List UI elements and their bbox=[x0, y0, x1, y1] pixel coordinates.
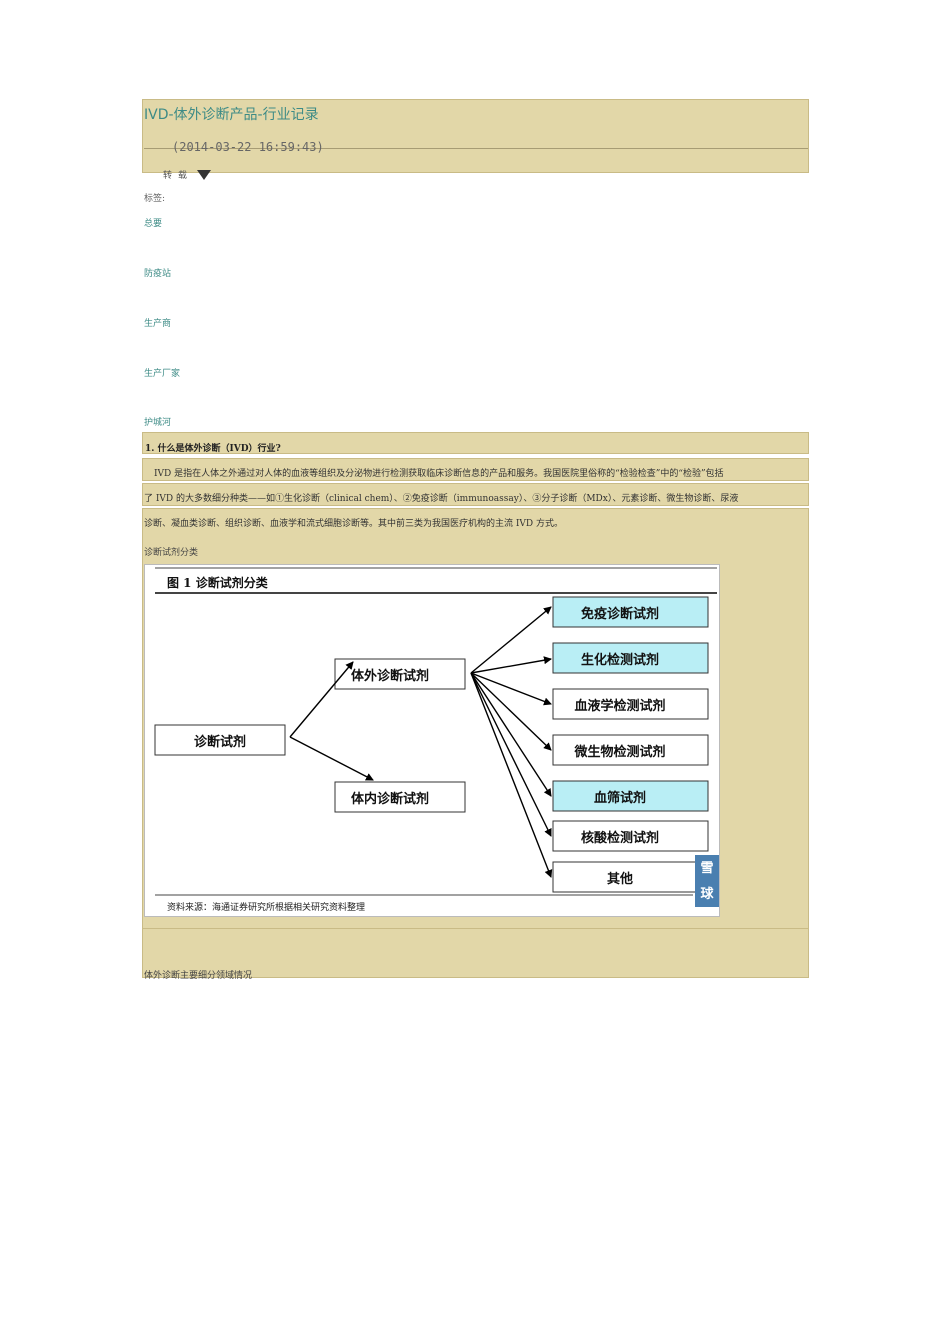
article-date: (2014-03-22 16:59:43) bbox=[172, 140, 324, 154]
title-box bbox=[142, 99, 809, 173]
figure-source: 资料来源：海通证券研究所根据相关研究资料整理 bbox=[167, 901, 365, 913]
paragraph-line: IVD 是指在人体之外通过对人体的血液等组织及分泌物进行检测获取临床诊断信息的产… bbox=[154, 469, 724, 479]
section-box bbox=[142, 928, 809, 978]
root-node bbox=[154, 724, 286, 756]
section2-heading: 体外诊断主要细分领域情况 bbox=[144, 971, 253, 981]
tag-link[interactable]: 生产厂家 bbox=[144, 369, 181, 379]
repost-label[interactable]: 转载 bbox=[163, 171, 194, 181]
leaf-label: 核酸检测试剂 bbox=[581, 830, 659, 846]
arrow bbox=[289, 661, 354, 738]
leaf-node bbox=[552, 734, 709, 766]
date-rule bbox=[144, 148, 808, 149]
paragraph-line: 诊断、凝血类诊断、组织诊断、血液学和流式细胞诊断等。其中前三类为我国医疗机构的主… bbox=[144, 519, 563, 529]
tag-link[interactable]: 护城河 bbox=[144, 418, 172, 428]
arrow bbox=[470, 656, 552, 674]
paragraph-box bbox=[142, 483, 809, 506]
mid-label: 体外诊断试剂 bbox=[351, 668, 429, 684]
figure-caption: 诊断试剂分类 bbox=[144, 548, 199, 558]
article-title: IVD-体外诊断产品-行业记录 bbox=[144, 107, 319, 123]
watermark-text: 球 bbox=[700, 886, 714, 902]
leaf-label: 血液学检测试剂 bbox=[574, 698, 665, 714]
arrow bbox=[289, 736, 374, 781]
leaf-node bbox=[552, 642, 709, 674]
classification-figure: 图 1 诊断试剂分类 诊断试剂 体外诊断试剂 体内诊断试剂 免疫诊断试剂 生化检… bbox=[144, 564, 720, 917]
mid-label: 体内诊断试剂 bbox=[351, 791, 429, 807]
root-label: 诊断试剂 bbox=[194, 734, 246, 750]
paragraph-line: 了 IVD 的大多数细分种类——如①生化诊断（clinical chem）、②免… bbox=[144, 494, 739, 504]
tag-link[interactable]: 防疫站 bbox=[144, 269, 172, 279]
arrow bbox=[470, 606, 552, 674]
arrow bbox=[470, 672, 552, 837]
tag-link[interactable]: 生产商 bbox=[144, 319, 172, 329]
tag-link[interactable]: 总要 bbox=[144, 219, 163, 229]
leaf-node bbox=[552, 596, 709, 628]
arrow bbox=[470, 672, 552, 706]
dropdown-triangle-icon[interactable] bbox=[197, 170, 211, 180]
leaf-node bbox=[552, 820, 709, 852]
leaf-label: 微生物检测试剂 bbox=[573, 744, 665, 760]
leaf-label: 血筛试剂 bbox=[594, 790, 646, 806]
section-heading: 1. 什么是体外诊断（IVD）行业? bbox=[145, 444, 281, 454]
leaf-label: 免疫诊断试剂 bbox=[581, 606, 659, 622]
leaf-node bbox=[552, 780, 709, 812]
arrow bbox=[470, 672, 552, 751]
leaf-node bbox=[552, 688, 709, 720]
arrow bbox=[470, 672, 553, 878]
mid-node-in-vivo bbox=[334, 781, 466, 813]
watermark-logo bbox=[695, 855, 719, 907]
leaf-label: 其他 bbox=[607, 871, 633, 887]
leaf-node bbox=[552, 861, 709, 893]
leaf-nodes: 免疫诊断试剂 生化检测试剂 血液学检测试剂 微生物检测试剂 血筛试剂 核酸检测试… bbox=[552, 596, 709, 893]
paragraph-box bbox=[142, 458, 809, 481]
tags-label: 标签: bbox=[144, 194, 166, 204]
watermark-text: 雪 bbox=[700, 860, 713, 876]
figure-title: 图 1 诊断试剂分类 bbox=[167, 575, 269, 590]
section-heading-box bbox=[142, 432, 809, 454]
diagram-svg: 图 1 诊断试剂分类 诊断试剂 体外诊断试剂 体内诊断试剂 免疫诊断试剂 生化检… bbox=[154, 567, 719, 913]
leaf-label: 生化检测试剂 bbox=[581, 652, 659, 668]
arrow bbox=[470, 672, 552, 797]
mid-node-in-vitro bbox=[334, 658, 466, 690]
